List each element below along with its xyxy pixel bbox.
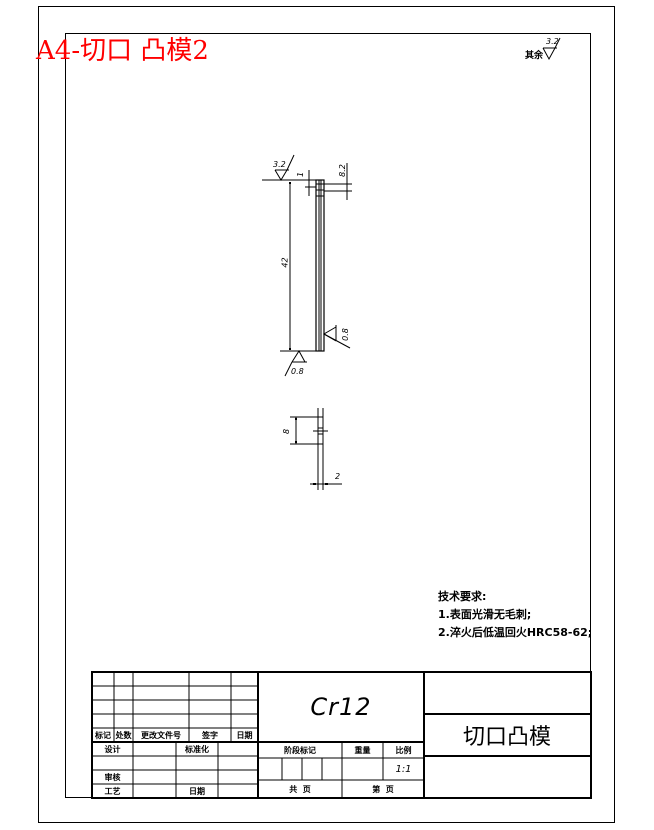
roughness-bottom-value: 0.8 xyxy=(291,367,304,376)
label-process: 工艺 xyxy=(104,786,121,796)
material-cell: Cr12 xyxy=(310,693,372,721)
roughness-other-label: 其余 xyxy=(525,51,544,61)
dim-length-42: 42 xyxy=(280,257,290,268)
sheet-title: A4-切口 凸模2 xyxy=(36,36,209,66)
label-date: 日期 xyxy=(189,786,205,796)
label-design: 设计 xyxy=(104,744,121,754)
label-review: 审核 xyxy=(104,772,121,782)
dim-top-small: 1 xyxy=(296,171,306,178)
roughness-other-symbol: 其余 3.2 xyxy=(516,35,576,65)
label-scale: 比例 xyxy=(395,745,412,755)
roughness-other-value: 3.2 xyxy=(546,37,559,46)
tech-req-item-1: 1.表面光滑无毛刺; xyxy=(438,608,532,621)
tech-req-item-2: 2.淬火后低温回火HRC58-62; xyxy=(438,626,593,639)
part-name-cell: 切口凸模 xyxy=(462,725,551,750)
label-stage-mark: 阶段标记 xyxy=(284,745,316,755)
rev-header-sign: 签字 xyxy=(202,730,218,740)
roughness-side-value: 0.8 xyxy=(340,328,350,341)
tech-req-heading: 技术要求: xyxy=(438,590,487,603)
roughness-top-value: 3.2 xyxy=(273,160,286,169)
label-sheet-number: 第 页 xyxy=(372,784,394,794)
label-weight: 重量 xyxy=(354,745,371,755)
rev-header-date: 日期 xyxy=(236,730,253,740)
label-standardization: 标准化 xyxy=(185,744,209,754)
dim-bottom-height: 8 xyxy=(282,428,292,435)
roughness-triangle-icon xyxy=(542,37,561,61)
dim-width: 8.2 xyxy=(337,164,347,177)
technical-requirements: 技术要求: 1.表面光滑无毛刺; 2.淬火后低温回火HRC58-62; xyxy=(438,588,592,642)
label-total-sheets: 共 页 xyxy=(289,784,311,794)
outer-border xyxy=(38,6,615,823)
rev-header-count: 处数 xyxy=(115,730,132,740)
dim-bottom-thickness: 2 xyxy=(335,472,341,481)
scale-value: 1:1 xyxy=(395,763,412,775)
rev-header-mark: 标记 xyxy=(95,730,111,740)
rev-header-doc: 更改文件号 xyxy=(141,730,181,740)
